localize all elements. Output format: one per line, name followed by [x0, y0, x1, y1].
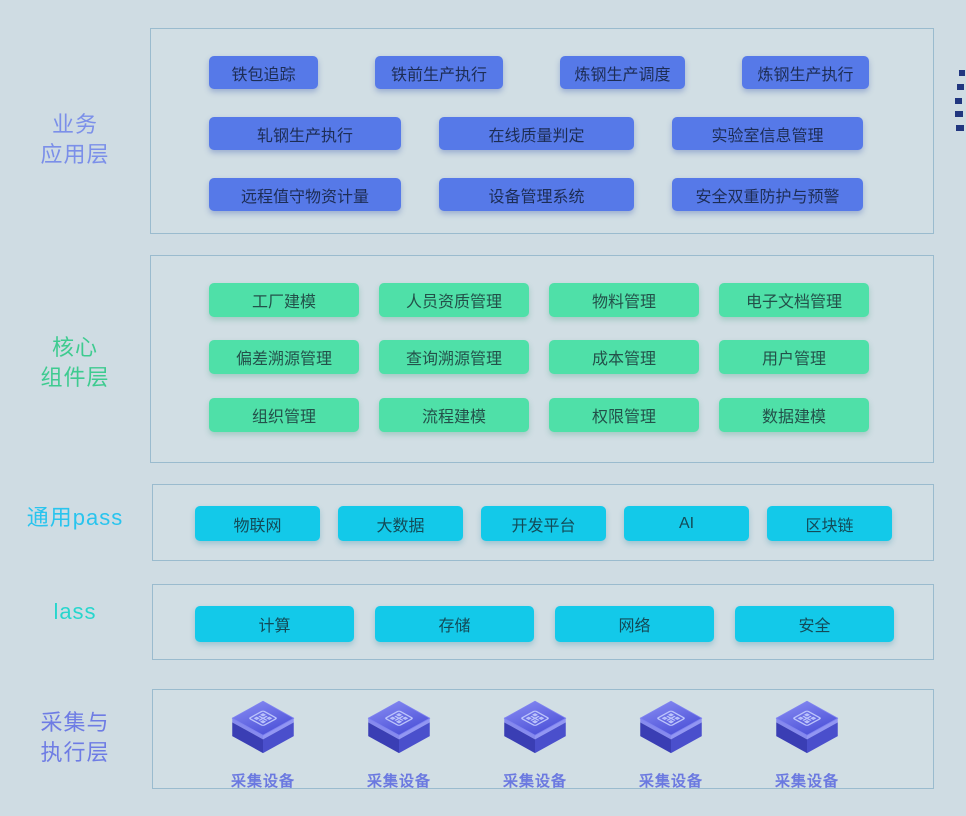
layer-label-business-app: 业务 应用层 [40, 112, 110, 167]
component-chip[interactable]: 用户管理 [719, 340, 869, 374]
paas-chip[interactable]: 物联网 [195, 506, 320, 541]
iaas-chip[interactable]: 安全 [735, 606, 894, 642]
business-app-row-3: 远程值守物资计量 设备管理系统 安全双重防护与预警 [209, 178, 863, 211]
panel-general-paas: 物联网 大数据 开发平台 AI 区块链 [152, 484, 934, 561]
iaas-row: 计算 存储 网络 安全 [195, 606, 894, 642]
device-cube-icon [637, 698, 705, 763]
app-chip[interactable]: 远程值守物资计量 [209, 178, 401, 211]
core-components-row-2: 偏差溯源管理 查询溯源管理 成本管理 用户管理 [209, 340, 869, 374]
layer-label-core-components: 核心 组件层 [40, 335, 110, 390]
staircase-dot-icon [955, 98, 962, 104]
collection-device[interactable]: 采集设备 [752, 698, 862, 791]
device-label: 采集设备 [366, 773, 431, 790]
collection-device[interactable]: 采集设备 [616, 698, 726, 791]
app-chip[interactable]: 铁包追踪 [209, 56, 318, 89]
device-label: 采集设备 [230, 773, 295, 790]
device-cube-icon [365, 698, 433, 763]
layer-label-collection-execution: 采集与 执行层 [40, 710, 110, 765]
app-chip[interactable]: 设备管理系统 [439, 178, 634, 211]
core-components-row-1: 工厂建模 人员资质管理 物料管理 电子文档管理 [209, 283, 869, 317]
component-chip[interactable]: 流程建模 [379, 398, 529, 432]
component-chip[interactable]: 偏差溯源管理 [209, 340, 359, 374]
app-chip[interactable]: 在线质量判定 [439, 117, 634, 150]
component-chip[interactable]: 数据建模 [719, 398, 869, 432]
devices-row: 采集设备 采集设备 采集设备 采集设备 采集设备 [208, 698, 862, 791]
device-cube-icon [501, 698, 569, 763]
iaas-chip[interactable]: 网络 [555, 606, 714, 642]
general-paas-row: 物联网 大数据 开发平台 AI 区块链 [195, 506, 892, 541]
panel-business-app: 铁包追踪 铁前生产执行 炼钢生产调度 炼钢生产执行 轧钢生产执行 在线质量判定 … [150, 28, 934, 234]
device-label: 采集设备 [502, 773, 567, 790]
business-app-row-1: 铁包追踪 铁前生产执行 炼钢生产调度 炼钢生产执行 [209, 56, 869, 89]
paas-chip[interactable]: AI [624, 506, 749, 541]
app-chip[interactable]: 炼钢生产执行 [742, 56, 869, 89]
app-chip[interactable]: 铁前生产执行 [375, 56, 503, 89]
layer-label-general-paas: 通用pass [26, 505, 124, 530]
device-cube-icon [773, 698, 841, 763]
component-chip[interactable]: 查询溯源管理 [379, 340, 529, 374]
component-chip[interactable]: 组织管理 [209, 398, 359, 432]
core-components-row-3: 组织管理 流程建模 权限管理 数据建模 [209, 398, 869, 432]
device-cube-icon [229, 698, 297, 763]
device-label: 采集设备 [774, 773, 839, 790]
app-chip[interactable]: 安全双重防护与预警 [672, 178, 863, 211]
collection-device[interactable]: 采集设备 [344, 698, 454, 791]
component-chip[interactable]: 权限管理 [549, 398, 699, 432]
device-label: 采集设备 [638, 773, 703, 790]
iaas-chip[interactable]: 存储 [375, 606, 534, 642]
staircase-dot-icon [959, 70, 965, 76]
business-app-row-2: 轧钢生产执行 在线质量判定 实验室信息管理 [209, 117, 863, 150]
app-chip[interactable]: 炼钢生产调度 [560, 56, 685, 89]
app-chip[interactable]: 轧钢生产执行 [209, 117, 401, 150]
panel-iaas: 计算 存储 网络 安全 [152, 584, 934, 660]
collection-device[interactable]: 采集设备 [480, 698, 590, 791]
staircase-dot-icon [955, 111, 963, 117]
collection-device[interactable]: 采集设备 [208, 698, 318, 791]
layer-label-iaas: lass [53, 599, 97, 624]
iaas-chip[interactable]: 计算 [195, 606, 354, 642]
paas-chip[interactable]: 区块链 [767, 506, 892, 541]
panel-core-components: 工厂建模 人员资质管理 物料管理 电子文档管理 偏差溯源管理 查询溯源管理 成本… [150, 255, 934, 463]
component-chip[interactable]: 物料管理 [549, 283, 699, 317]
component-chip[interactable]: 人员资质管理 [379, 283, 529, 317]
staircase-dot-icon [956, 125, 964, 131]
component-chip[interactable]: 电子文档管理 [719, 283, 869, 317]
paas-chip[interactable]: 开发平台 [481, 506, 606, 541]
panel-collection-execution: 采集设备 采集设备 采集设备 采集设备 采集设备 [152, 689, 934, 791]
paas-chip[interactable]: 大数据 [338, 506, 463, 541]
component-chip[interactable]: 成本管理 [549, 340, 699, 374]
component-chip[interactable]: 工厂建模 [209, 283, 359, 317]
app-chip[interactable]: 实验室信息管理 [672, 117, 863, 150]
staircase-dot-icon [957, 84, 964, 90]
